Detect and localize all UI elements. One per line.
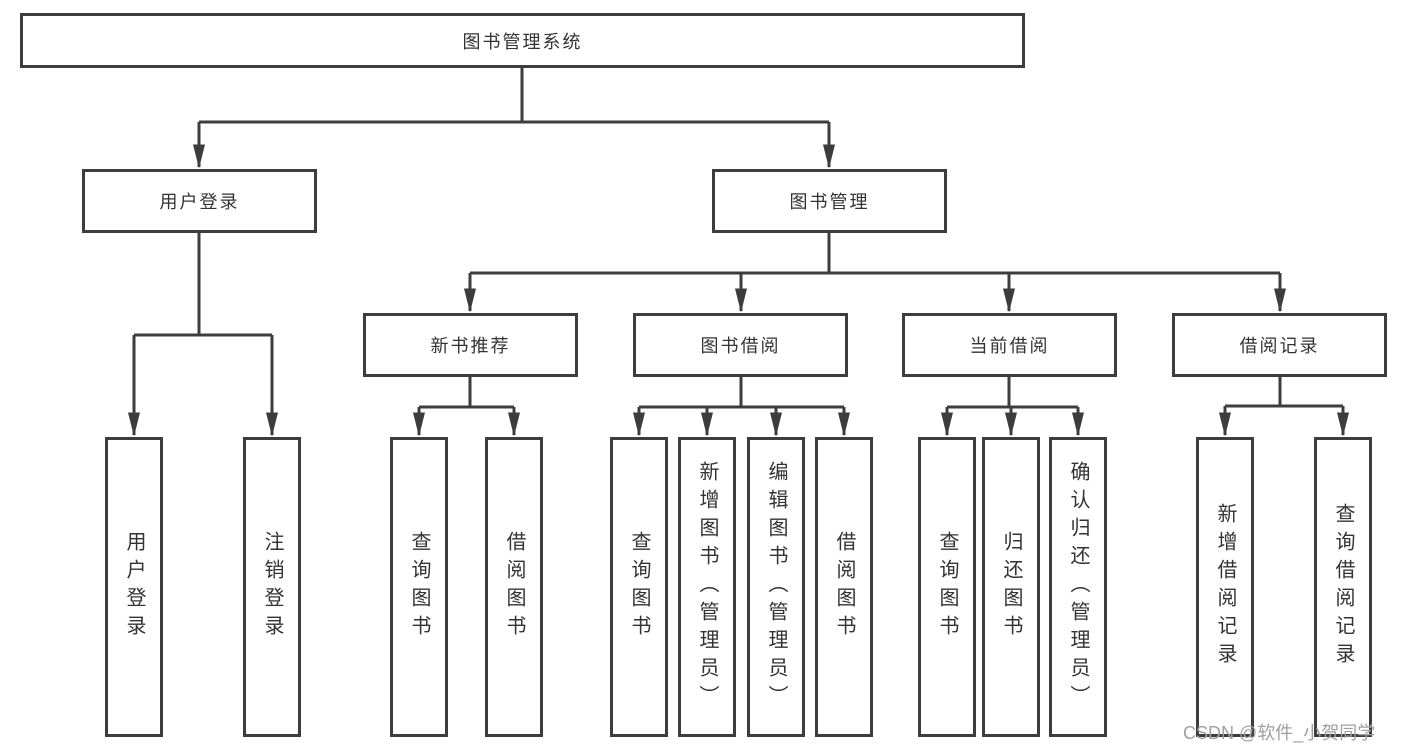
node-label: 图书管理系统 [462, 31, 583, 52]
node-label: 确认归还（管理员） [1067, 461, 1089, 713]
leaf-borrow-books: 借阅图书 [815, 437, 873, 737]
node-book-management: 图书管理 [712, 169, 947, 233]
leaf-logout: 注销登录 [243, 437, 301, 737]
leaf-user-login: 用户登录 [105, 437, 163, 737]
node-label: 查询图书 [408, 531, 430, 643]
node-label: 当前借阅 [969, 336, 1050, 356]
node-label: 新增借阅记录 [1214, 503, 1236, 671]
node-label: 图书借阅 [700, 336, 781, 356]
node-label: 查询图书 [628, 531, 650, 643]
node-label: 查询借阅记录 [1332, 503, 1354, 671]
node-label: 查询图书 [936, 531, 958, 643]
csdn-watermark: CSDN @软件_小贺同学 [1183, 723, 1376, 743]
node-user-login: 用户登录 [82, 169, 317, 233]
node-label: 用户登录 [159, 192, 240, 212]
node-new-book-recommend: 新书推荐 [363, 313, 578, 377]
node-current-borrow: 当前借阅 [902, 313, 1117, 377]
node-borrow-records: 借阅记录 [1172, 313, 1387, 377]
node-label: 编辑图书（管理员） [765, 461, 787, 713]
leaf-return-books: 归还图书 [982, 437, 1040, 737]
node-label: 归还图书 [1000, 531, 1022, 643]
node-label: 新增图书（管理员） [696, 461, 718, 713]
leaf-query-borrow-record: 查询借阅记录 [1314, 437, 1372, 737]
node-label: 借阅图书 [503, 531, 525, 643]
leaf-query-books-current: 查询图书 [918, 437, 976, 737]
node-label: 注销登录 [261, 531, 283, 643]
node-book-borrow: 图书借阅 [633, 313, 848, 377]
node-label: 借阅记录 [1239, 336, 1320, 356]
node-label: 用户登录 [123, 531, 145, 643]
node-label: 新书推荐 [430, 336, 511, 356]
node-label: 图书管理 [789, 192, 870, 212]
leaf-edit-books-admin: 编辑图书（管理员） [747, 437, 805, 737]
node-label: 借阅图书 [833, 531, 855, 643]
leaf-confirm-return-admin: 确认归还（管理员） [1049, 437, 1107, 737]
leaf-query-books-borrow: 查询图书 [610, 437, 668, 737]
leaf-add-borrow-record: 新增借阅记录 [1196, 437, 1254, 737]
leaf-borrow-books-recommend: 借阅图书 [485, 437, 543, 737]
leaf-query-books-recommend: 查询图书 [390, 437, 448, 737]
node-library-management-system: 图书管理系统 [20, 13, 1025, 68]
leaf-add-books-admin: 新增图书（管理员） [678, 437, 736, 737]
